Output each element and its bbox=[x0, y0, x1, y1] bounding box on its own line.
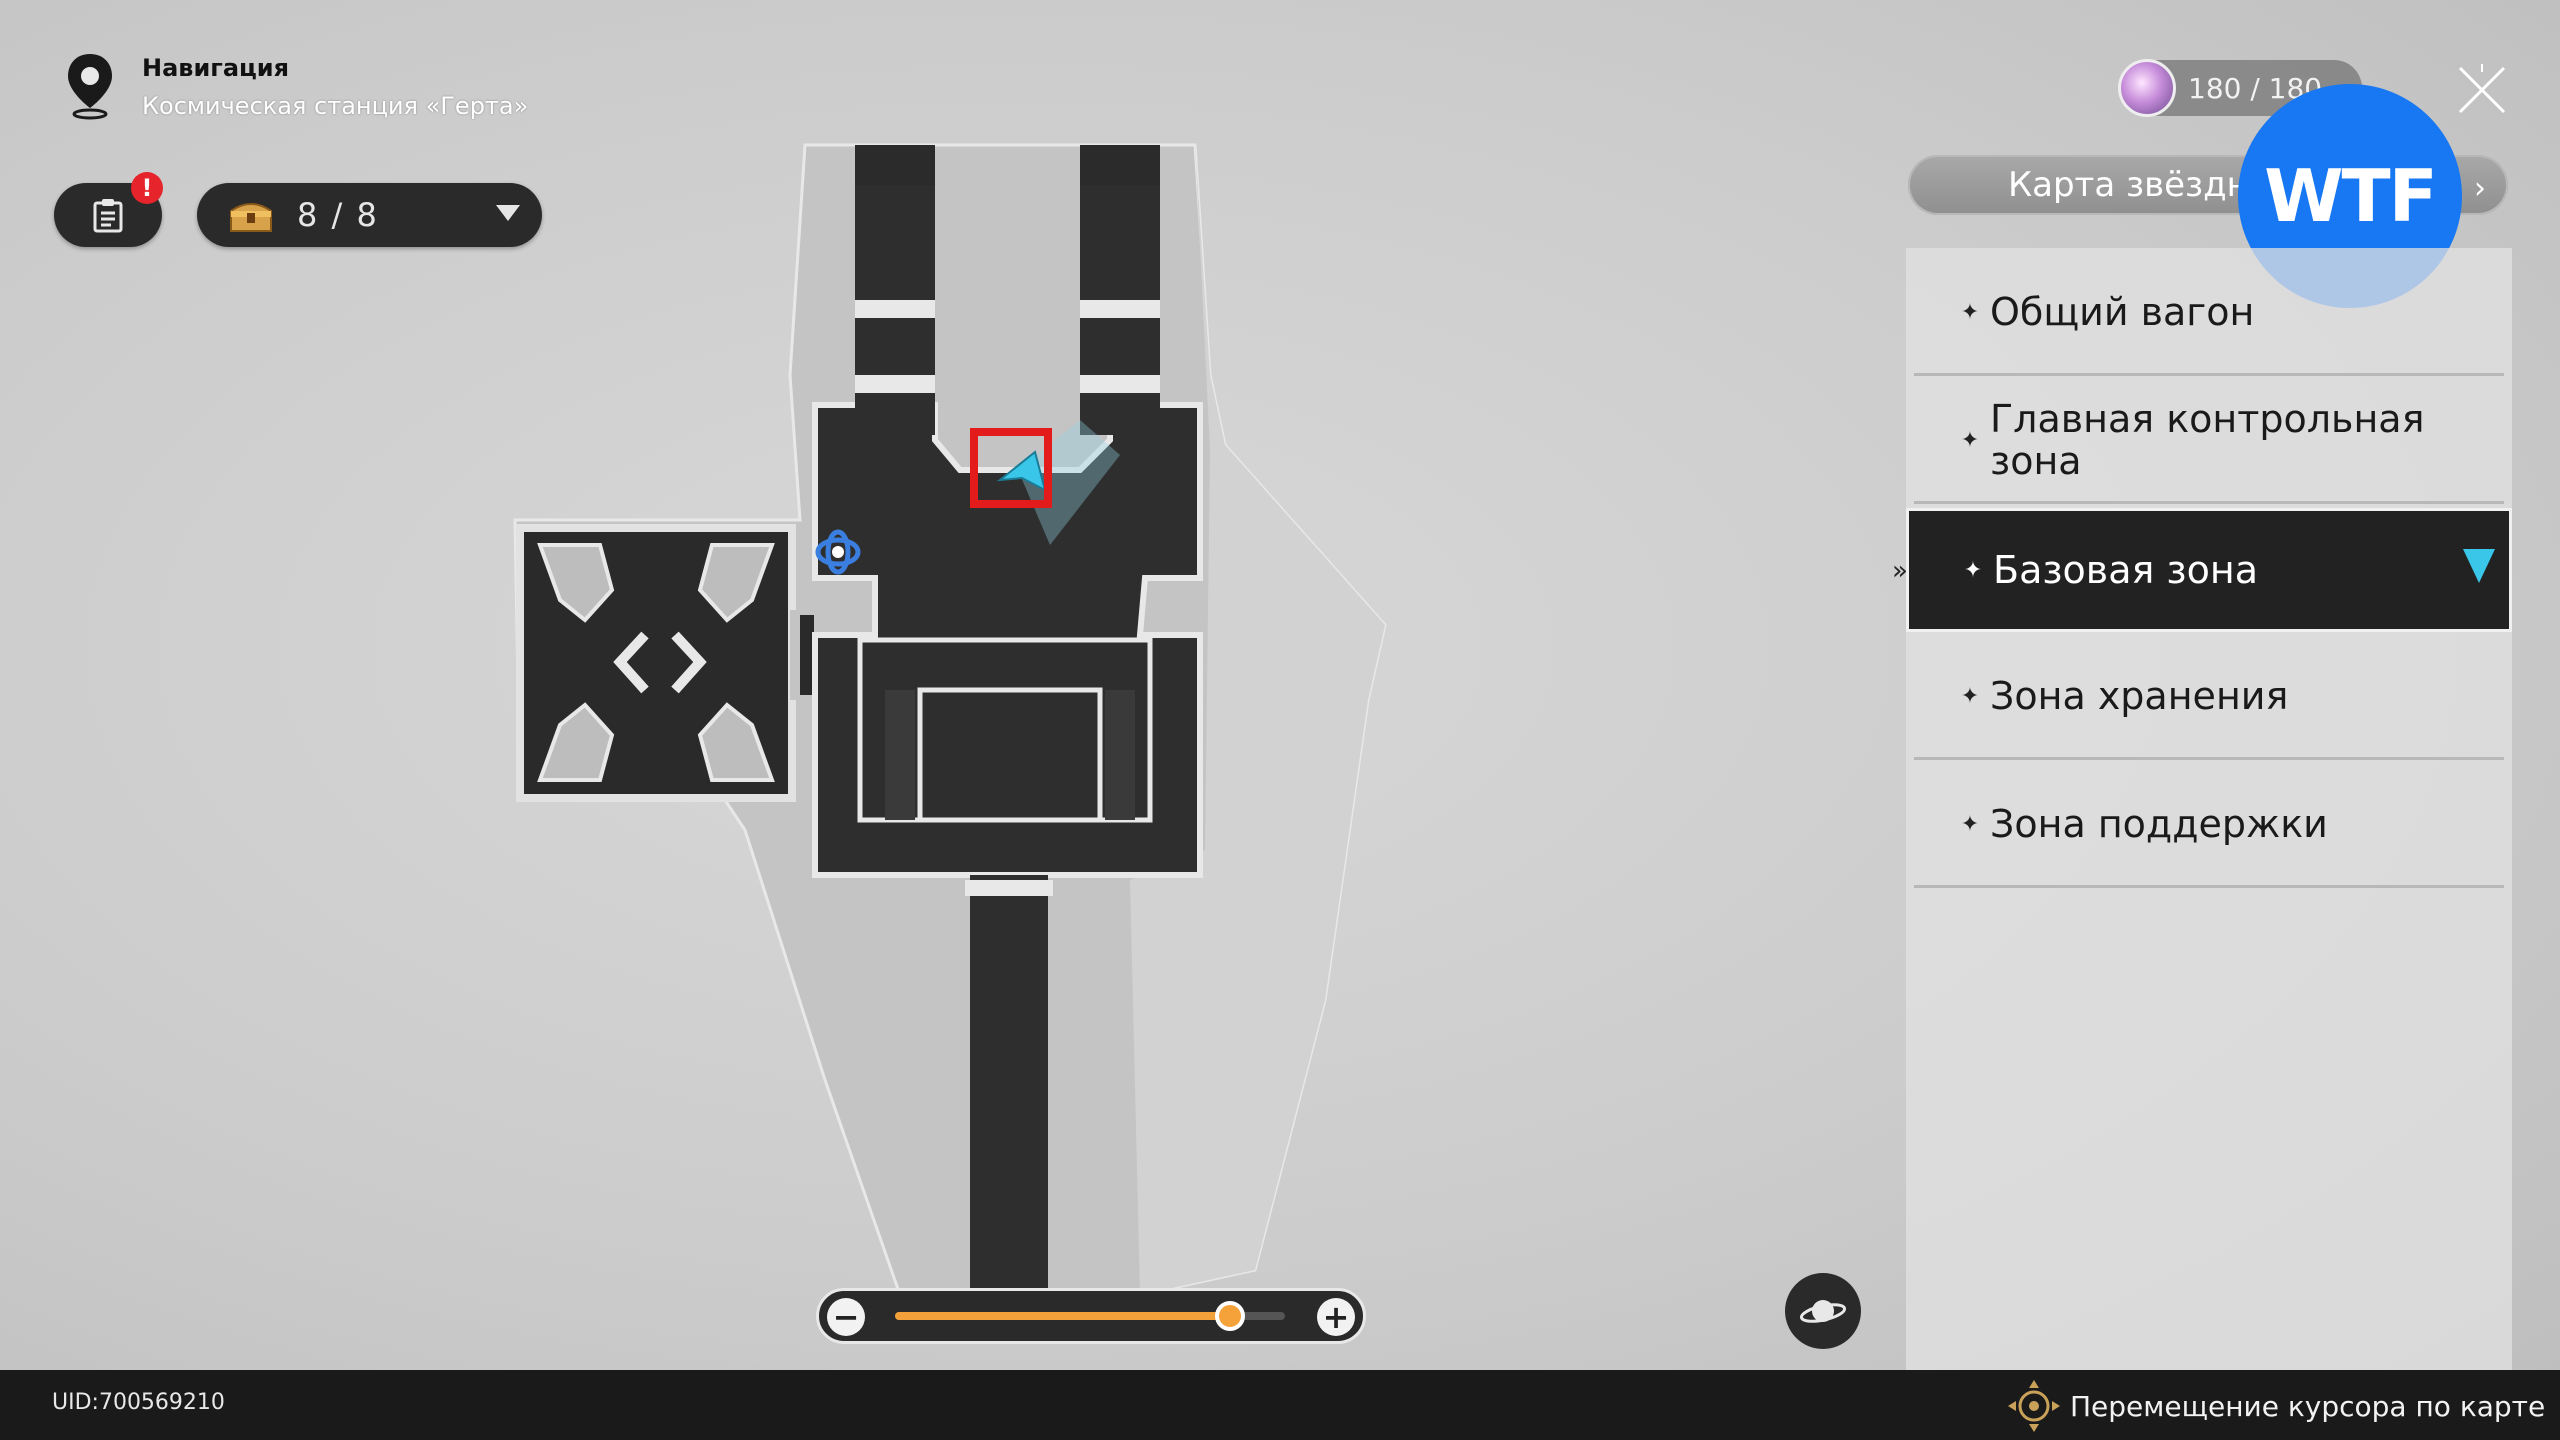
close-icon[interactable] bbox=[2452, 60, 2512, 120]
divider bbox=[1914, 885, 2504, 888]
zoom-fill bbox=[895, 1312, 1231, 1320]
chest-count: 8 / 8 bbox=[297, 196, 379, 234]
star-icon: ✦ bbox=[1960, 811, 1980, 837]
star-map-label: Карта звёздн bbox=[2008, 165, 2249, 205]
zoom-in-button[interactable]: + bbox=[1317, 1298, 1355, 1336]
floor-item-label: Базовая зона bbox=[1993, 548, 2259, 592]
divider bbox=[1914, 757, 2504, 760]
control-hint: Перемещение курсора по карте bbox=[2006, 1380, 2546, 1432]
navigation-header: Навигация Космическая станция «Герта» bbox=[62, 50, 528, 130]
player-uid: UID:700569210 bbox=[52, 1390, 225, 1415]
star-icon: ✦ bbox=[1960, 299, 1980, 325]
corridor-bottom bbox=[970, 875, 1048, 1295]
main-hall bbox=[812, 402, 1203, 878]
chevron-right-icon: › bbox=[2474, 171, 2486, 206]
highlight-box bbox=[970, 428, 1052, 508]
floor-item-main-control-zone[interactable]: ✦ Главная контрольная зона bbox=[1906, 376, 2512, 504]
nav-location: Космическая станция «Герта» bbox=[142, 92, 529, 120]
player-location-icon bbox=[2463, 549, 2495, 583]
zoom-track[interactable] bbox=[895, 1301, 1285, 1331]
space-anchor-icon bbox=[815, 529, 861, 575]
map-pin-icon bbox=[68, 54, 112, 120]
player-marker-icon bbox=[996, 450, 1047, 492]
divider bbox=[1914, 373, 2504, 376]
zoom-out-button[interactable]: − bbox=[827, 1298, 865, 1336]
star-icon: ✦ bbox=[1960, 427, 1980, 453]
selected-floor-arrow-icon: » bbox=[1892, 556, 1908, 586]
floor-item-label: Общий вагон bbox=[1990, 290, 2255, 334]
planet-view-button[interactable] bbox=[1785, 1273, 1861, 1349]
treasure-chest-icon bbox=[230, 203, 272, 232]
zoom-slider-handle[interactable] bbox=[1215, 1301, 1246, 1331]
corridor-right bbox=[1080, 145, 1160, 435]
floor-item-label: Зона поддержки bbox=[1990, 802, 2328, 846]
nav-title: Навигация bbox=[142, 54, 290, 82]
side-room bbox=[516, 524, 796, 802]
joystick-icon bbox=[2008, 1380, 2060, 1432]
wtf-logo-text: WTF bbox=[2264, 154, 2438, 238]
treasure-chest-dropdown[interactable]: 8 / 8 bbox=[197, 183, 542, 247]
floor-item-label: Главная контрольная зона bbox=[1990, 397, 2425, 483]
floor-list-panel: ✦ Общий вагон ✦ Главная контрольная зона… bbox=[1906, 248, 2512, 1370]
floor-item-label: Зона хранения bbox=[1990, 674, 2289, 718]
map-hull bbox=[513, 143, 1387, 1297]
trailblaze-power-icon bbox=[2118, 59, 2176, 117]
clipboard-icon bbox=[93, 199, 123, 233]
star-icon: ✦ bbox=[1960, 683, 1980, 709]
floor-item-common-car[interactable]: ✦ Общий вагон bbox=[1906, 248, 2512, 376]
bottom-bar bbox=[0, 1370, 2560, 1440]
control-hint-text: Перемещение курсора по карте bbox=[2070, 1389, 2546, 1423]
floor-item-base-zone[interactable]: ✦ Базовая зона bbox=[1906, 508, 2512, 632]
star-icon: ✦ bbox=[1963, 557, 1983, 583]
chevron-down-icon bbox=[496, 205, 520, 221]
quest-alert-badge: ! bbox=[131, 172, 163, 204]
planet-icon bbox=[1799, 1300, 1847, 1323]
floor-item-support-zone[interactable]: ✦ Зона поддержки bbox=[1906, 760, 2512, 888]
floor-item-storage-zone[interactable]: ✦ Зона хранения bbox=[1906, 632, 2512, 760]
corridor-left bbox=[855, 145, 935, 435]
divider bbox=[1914, 501, 2504, 504]
zoom-slider-bar: − + bbox=[816, 1288, 1366, 1344]
